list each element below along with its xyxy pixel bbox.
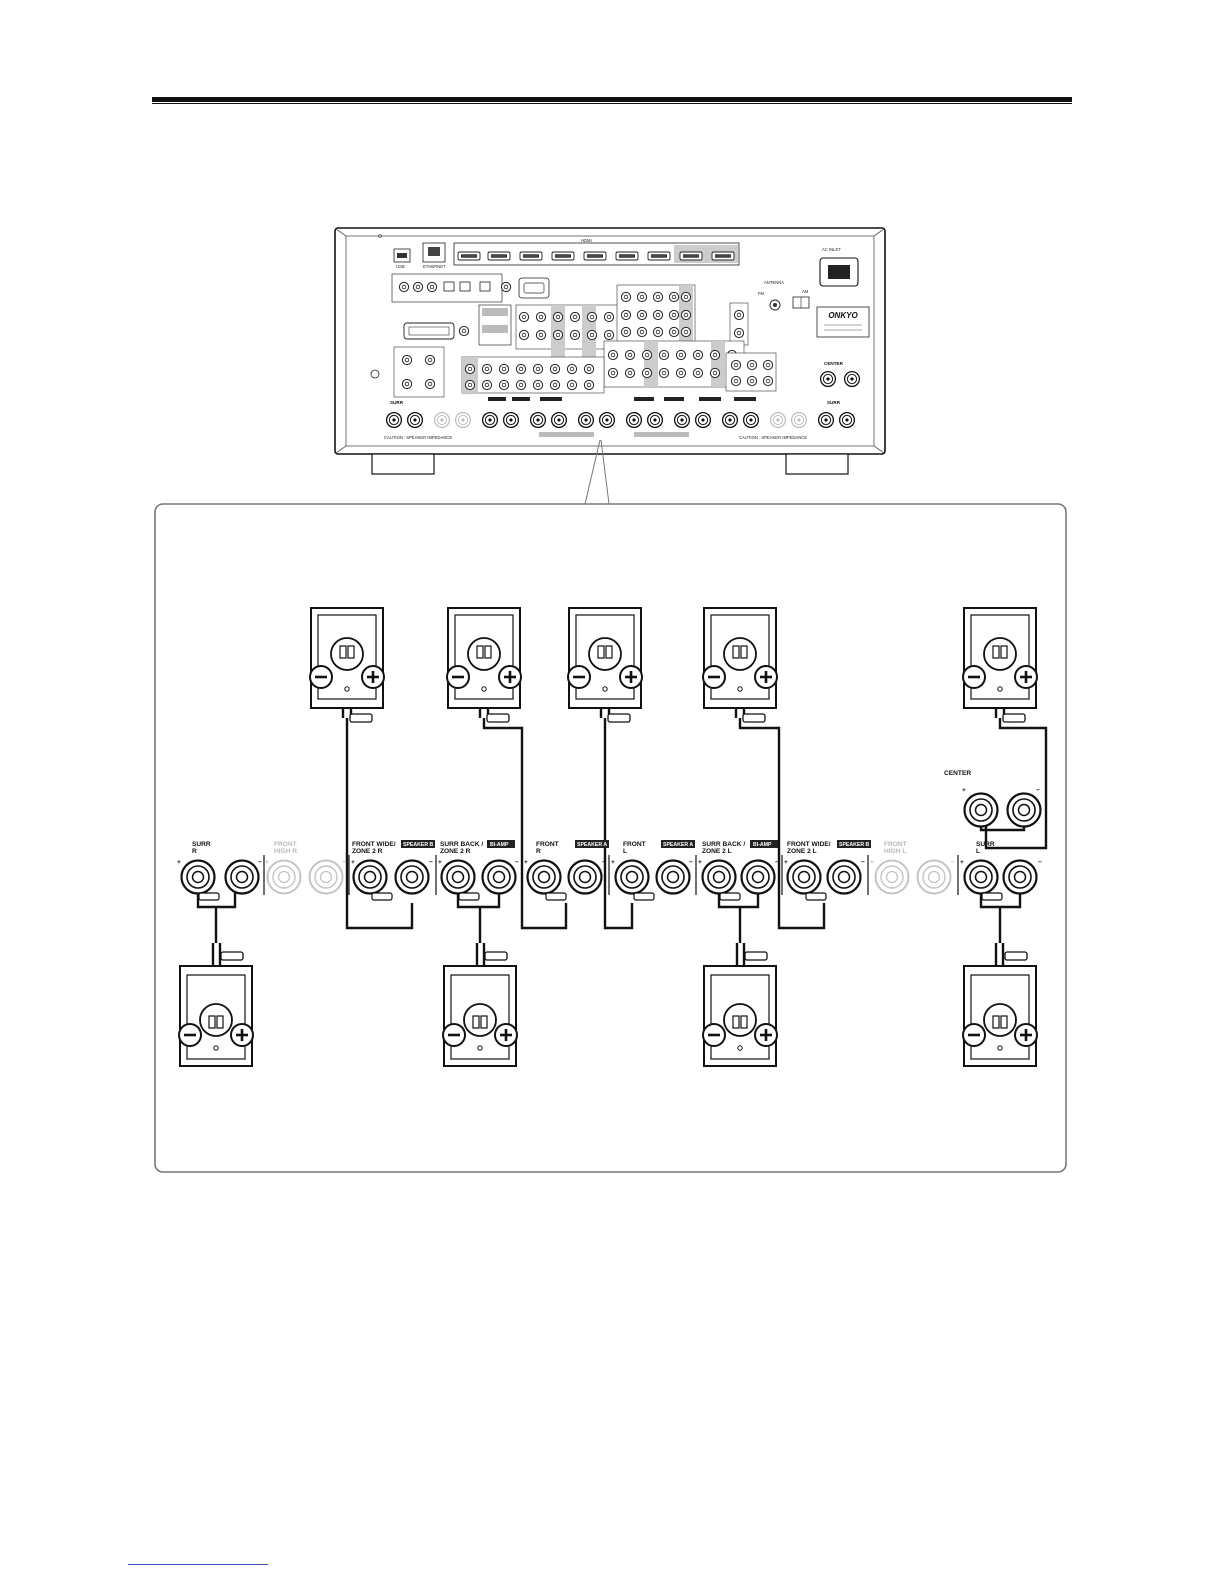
svg-text:−: −: [951, 859, 955, 866]
polarity-marks: + − + − + − + − + − + − + − + − + − + −: [177, 859, 1042, 866]
antenna-label: ANTENNA: [764, 280, 784, 285]
speaker-front-left: [701, 606, 779, 724]
speaker-terminal-row: [180, 855, 1038, 901]
speaker-front-right: [566, 606, 644, 724]
ac-inlet-label: AC INLET: [822, 247, 841, 252]
label-bi-amp-right: BI-AMP: [490, 842, 509, 848]
label-front-wide-zone2-r: FRONT WIDE/ZONE 2 R: [352, 841, 396, 855]
svg-text:+: +: [870, 859, 874, 866]
speaker-front-wide-right: [445, 606, 523, 724]
hdmi-label: HDMI: [581, 238, 592, 243]
svg-text:−: −: [689, 859, 693, 866]
svg-text:+: +: [611, 859, 615, 866]
header-rule-thin: [152, 103, 1072, 104]
svg-text:+: +: [351, 859, 355, 866]
footer-link-underline: [128, 1564, 268, 1565]
label-surr-back-zone2-l: SURR BACK /ZONE 2 L: [702, 841, 745, 855]
usb-label: USB: [396, 264, 405, 269]
analog-jack-matrix: [370, 284, 777, 398]
center-label: CENTER: [944, 770, 971, 777]
svg-text:+: +: [438, 859, 442, 866]
label-speaker-b-left: SPEAKER B: [839, 842, 870, 848]
svg-text:+: +: [960, 859, 964, 866]
svg-text:−: −: [342, 859, 346, 866]
panel-speaker-terminal-row: SURR SURR CAUTION : SPEAKER IMPEDANCE CA…: [384, 397, 856, 440]
speaker-surround-back-right-lower: [441, 950, 519, 1068]
svg-text:−: −: [861, 859, 865, 866]
svg-text:+: +: [177, 859, 181, 866]
label-speaker-b-right: SPEAKER B: [403, 842, 434, 848]
center-plus-terminal: [963, 792, 999, 828]
caution-left-text: CAUTION : SPEAKER IMPEDANCE: [384, 435, 452, 440]
panel-surr-label-right: SURR: [827, 400, 841, 405]
rs232-port-icon: [403, 322, 455, 340]
callout-connector: [584, 440, 610, 505]
am-label: AM: [802, 289, 809, 294]
svg-text:+: +: [698, 859, 702, 866]
detail-frame: [154, 503, 1067, 1173]
caution-right-text: CAUTION : SPEAKER IMPEDANCE: [739, 435, 807, 440]
center-minus: −: [1036, 787, 1040, 794]
speaker-surround-left: [961, 950, 1039, 1068]
label-front-wide-zone2-l: FRONT WIDE/ZONE 2 L: [787, 841, 831, 855]
label-speaker-a-right: SPEAKER A: [577, 842, 607, 848]
speaker-surround-right: [177, 950, 255, 1068]
panel-center-label: CENTER: [824, 361, 844, 366]
label-speaker-a-left: SPEAKER A: [663, 842, 693, 848]
svg-text:−: −: [258, 859, 262, 866]
svg-text:−: −: [429, 859, 433, 866]
svg-text:−: −: [602, 859, 606, 866]
svg-text:−: −: [775, 859, 779, 866]
center-minus-terminal: [1006, 792, 1042, 828]
svg-text:+: +: [784, 859, 788, 866]
svg-text:+: +: [265, 859, 269, 866]
svg-text:−: −: [1038, 859, 1042, 866]
svg-text:−: −: [515, 859, 519, 866]
ethernet-label: ETHERNET: [423, 264, 446, 269]
label-bi-amp-left: BI-AMP: [753, 842, 772, 848]
panel-surr-label: SURR: [390, 400, 404, 405]
speaker-surround-back-right: [308, 606, 386, 724]
speaker-center: [961, 606, 1039, 724]
receiver-rear-panel: USB ETHERNET HDMI: [334, 227, 886, 475]
label-surr-back-zone2-r: SURR BACK /ZONE 2 R: [440, 841, 483, 855]
center-plus: +: [962, 787, 966, 794]
fm-label: FM: [758, 291, 765, 296]
brand-logo: ONKYO: [828, 311, 858, 320]
header-rule-thick: [152, 97, 1072, 102]
speaker-surround-back-left: [701, 950, 779, 1068]
svg-text:+: +: [524, 859, 528, 866]
